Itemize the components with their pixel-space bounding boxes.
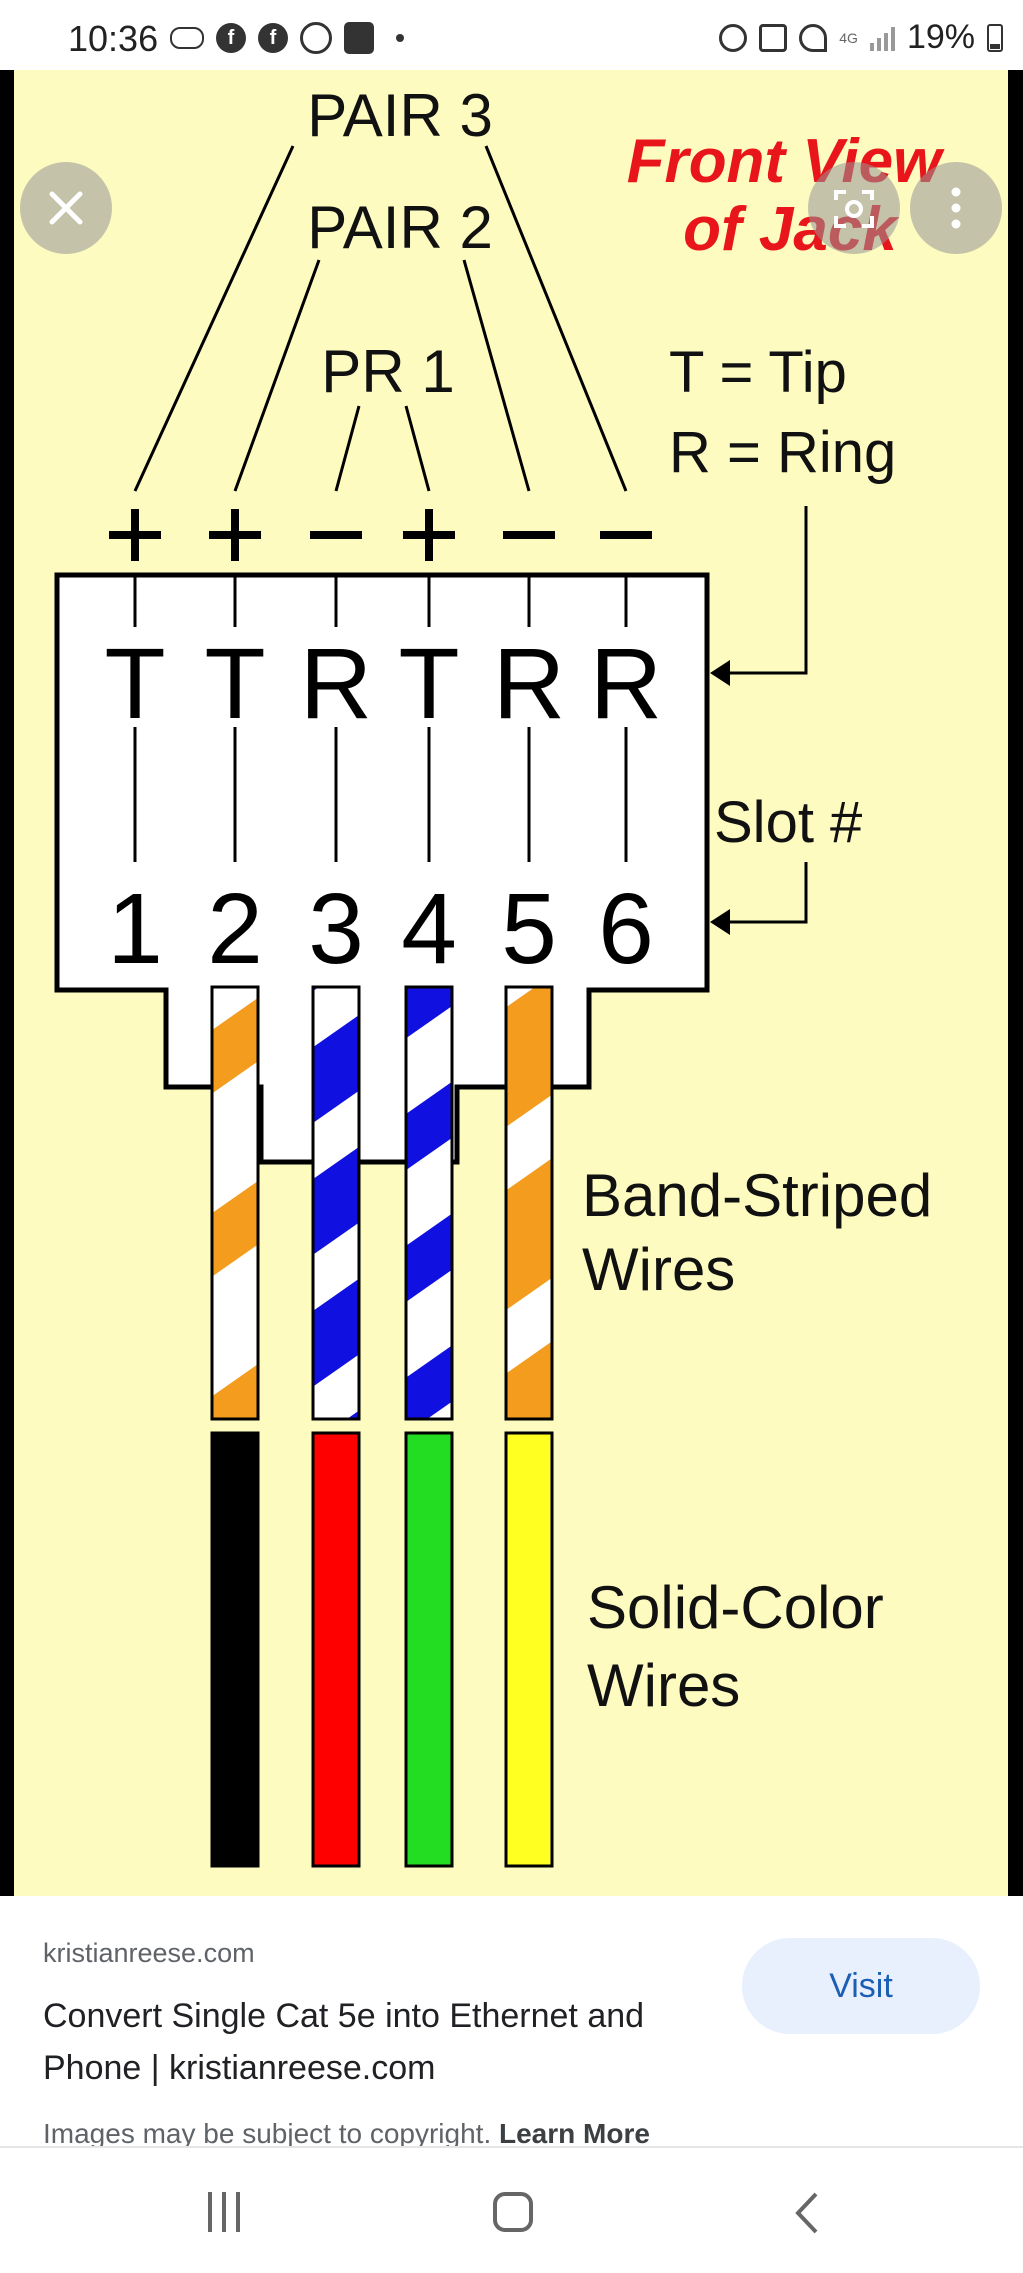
threads-icon	[300, 22, 332, 54]
slot-arrow	[730, 862, 808, 924]
pin-letter: R	[300, 628, 372, 740]
pin-letter: T	[104, 628, 165, 740]
facebook-icon: f	[216, 23, 246, 53]
mute-icon	[759, 23, 788, 52]
plus-mark	[109, 509, 161, 561]
striped-wire	[404, 985, 454, 1421]
band-label-line1: Band-Striped	[582, 1162, 932, 1229]
slot-number: 1	[107, 873, 163, 985]
recents-button[interactable]	[208, 2192, 240, 2232]
source-domain[interactable]: kristianreese.com	[43, 1938, 255, 1968]
solid-wire	[311, 1431, 361, 1868]
band-label-line2: Wires	[582, 1236, 735, 1303]
pin-letter: R	[493, 628, 565, 740]
result-title-link[interactable]: Convert Single Cat 5e into Ethernet and …	[43, 1997, 645, 2087]
learn-more-link[interactable]: Learn More	[499, 2118, 650, 2146]
slot-number: 2	[207, 873, 263, 985]
battery-icon	[987, 23, 1003, 52]
band-striped-wires	[210, 985, 554, 1421]
polarity-marks	[109, 509, 652, 561]
image-viewer: PAIR 3 PAIR 2 PR 1 Front View of Jack T …	[0, 70, 1023, 1896]
title-line1: Front View	[627, 127, 945, 196]
status-time: 10:36	[68, 18, 159, 59]
slot-number: 3	[308, 873, 364, 985]
pr1-label: PR 1	[321, 338, 454, 405]
striped-wire	[210, 985, 260, 1421]
close-icon	[49, 191, 83, 225]
slot-arrowhead	[710, 909, 730, 935]
system-nav-bar	[0, 2146, 1023, 2273]
more-options-button[interactable]	[910, 162, 1002, 254]
network-type: 4G	[839, 29, 858, 46]
wiring-diagram[interactable]: PAIR 3 PAIR 2 PR 1 Front View of Jack T …	[14, 70, 1008, 1896]
legend-ring: R = Ring	[669, 420, 896, 485]
solid-wire	[504, 1431, 554, 1868]
jack-pin-lines	[133, 575, 628, 862]
legend-arrowhead	[710, 660, 730, 686]
result-info-panel: kristianreese.com Convert Single Cat 5e …	[0, 1896, 1023, 2146]
lens-icon	[834, 190, 874, 228]
solid-label-line2: Wires	[587, 1652, 740, 1719]
cloud-icon	[170, 27, 204, 49]
lens-button[interactable]	[808, 162, 900, 254]
slot-number: 4	[401, 873, 457, 985]
slot-number: 5	[501, 873, 557, 985]
status-bar: 10:36 f f 4G 19%	[0, 0, 1023, 70]
slot-number: 6	[598, 873, 654, 985]
pin-letter: T	[398, 628, 459, 740]
copyright-notice: Images may be subject to copyright. Lear…	[43, 2118, 650, 2146]
legend-arrow	[730, 506, 808, 675]
striped-wire	[504, 985, 554, 1421]
solid-wire	[404, 1431, 454, 1868]
plus-mark	[209, 509, 261, 561]
pair3-label: PAIR 3	[307, 82, 493, 149]
close-button[interactable]	[20, 162, 112, 254]
pin-letter: R	[590, 628, 662, 740]
slot-label: Slot #	[714, 790, 862, 855]
pair-lines	[133, 145, 628, 492]
pin-letter: T	[204, 628, 265, 740]
copyright-text: Images may be subject to copyright.	[43, 2118, 492, 2146]
signal-icon	[869, 25, 895, 51]
recents-icon	[208, 2192, 212, 2232]
home-button[interactable]	[493, 2192, 533, 2232]
call-filter-icon	[344, 22, 374, 54]
facebook-icon: f	[258, 23, 288, 53]
wifi-icon	[799, 23, 828, 52]
pair2-label: PAIR 2	[307, 194, 493, 261]
striped-wire	[311, 985, 361, 1421]
notification-icons: f f	[170, 22, 404, 54]
system-icons: 4G 19%	[719, 18, 1003, 57]
solid-color-wires	[210, 1431, 554, 1868]
plus-mark	[403, 509, 455, 561]
visit-button[interactable]: Visit	[742, 1938, 980, 2034]
alarm-icon	[719, 23, 748, 52]
more-notifications-dot	[396, 34, 404, 42]
solid-label-line1: Solid-Color	[587, 1574, 884, 1641]
back-button[interactable]	[784, 2188, 834, 2238]
solid-wire	[210, 1431, 260, 1868]
more-vert-icon	[951, 187, 961, 229]
legend-tip: T = Tip	[669, 340, 847, 405]
battery-percent: 19%	[906, 18, 975, 56]
